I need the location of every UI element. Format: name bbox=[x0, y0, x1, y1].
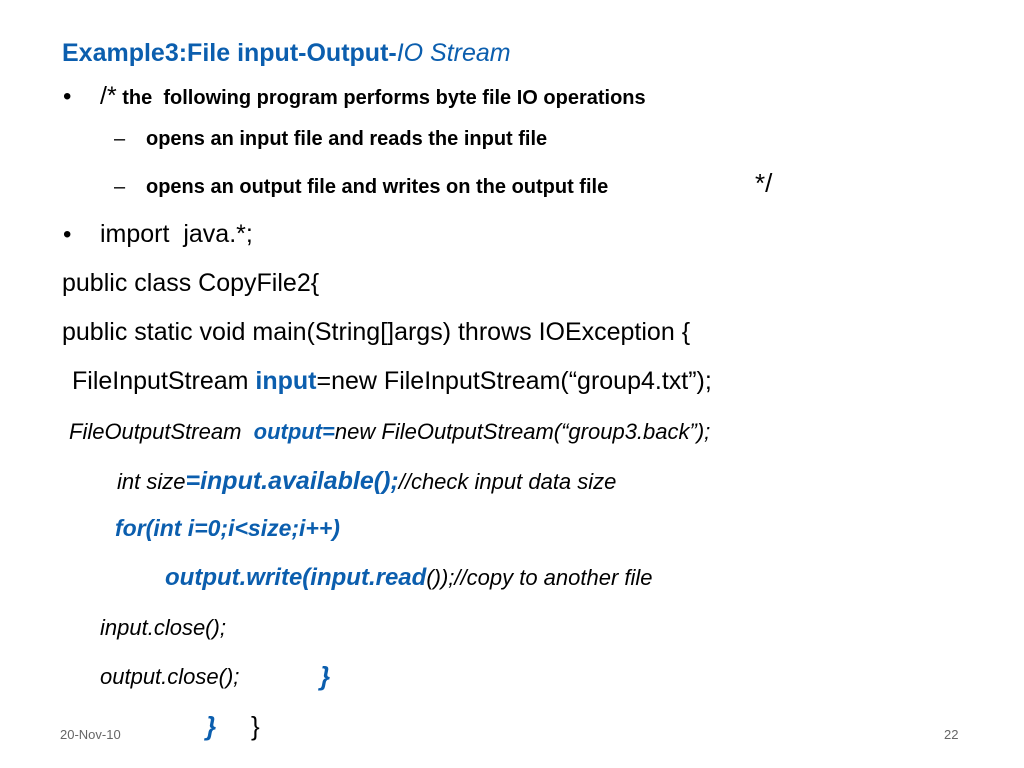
comment-text: the following program performs byte file… bbox=[122, 87, 646, 109]
comment-sub-item-1: opens an input file and reads the input … bbox=[146, 128, 548, 150]
comment-open: /* bbox=[100, 82, 117, 110]
size-comment: //check input data size bbox=[398, 469, 617, 494]
write-call: output.write(input.read bbox=[165, 564, 427, 591]
code-for-loop: for(int i=0;i<size;i++) bbox=[115, 515, 340, 541]
slide-title: Example3:File input-Output-IO Stream bbox=[62, 41, 511, 66]
write-rest: ());//copy to another file bbox=[426, 565, 653, 590]
comment-sub-item-2: opens an output file and writes on the o… bbox=[146, 176, 609, 198]
closing-brace-black: } bbox=[251, 711, 260, 741]
footer-date: 20-Nov-10 bbox=[60, 727, 121, 742]
code-fos-line: FileOutputStream output=new FileOutputSt… bbox=[69, 421, 710, 443]
fis-rest: =new FileInputStream(“group4.txt”); bbox=[316, 367, 712, 395]
fis-var: input bbox=[255, 367, 317, 395]
dash-icon: – bbox=[114, 128, 126, 150]
closing-brace-blue: } bbox=[320, 661, 331, 691]
dash-icon: – bbox=[114, 176, 126, 198]
fos-var: output= bbox=[253, 419, 335, 444]
size-decl: int size bbox=[117, 469, 186, 494]
fos-rest: new FileOutputStream(“group3.back”); bbox=[334, 419, 711, 444]
code-input-close: input.close(); bbox=[100, 615, 226, 640]
closing-brace-blue: } bbox=[206, 711, 217, 741]
title-sub: IO Stream bbox=[396, 39, 511, 67]
code-fis-line: FileInputStream input=new FileInputStrea… bbox=[72, 369, 712, 394]
fis-type: FileInputStream bbox=[72, 367, 256, 395]
code-main-decl: public static void main(String[]args) th… bbox=[62, 318, 691, 346]
footer-page-number: 22 bbox=[944, 727, 959, 742]
code-write-line: output.write(input.read());//copy to ano… bbox=[165, 566, 653, 590]
bullet-icon: • bbox=[63, 83, 72, 110]
comment-close: */ bbox=[755, 168, 773, 198]
code-size-line: int size=input.available();//check input… bbox=[117, 469, 616, 494]
code-output-close: output.close(); bbox=[100, 664, 240, 689]
code-class-decl: public class CopyFile2{ bbox=[62, 269, 320, 297]
size-call: =input.available(); bbox=[185, 467, 399, 495]
code-import: import java.*; bbox=[100, 220, 253, 248]
comment-line: /* the following program performs byte f… bbox=[100, 84, 646, 109]
title-main: Example3:File input-Output- bbox=[62, 39, 397, 67]
fos-type: FileOutputStream bbox=[69, 419, 254, 444]
bullet-icon: • bbox=[63, 221, 72, 248]
